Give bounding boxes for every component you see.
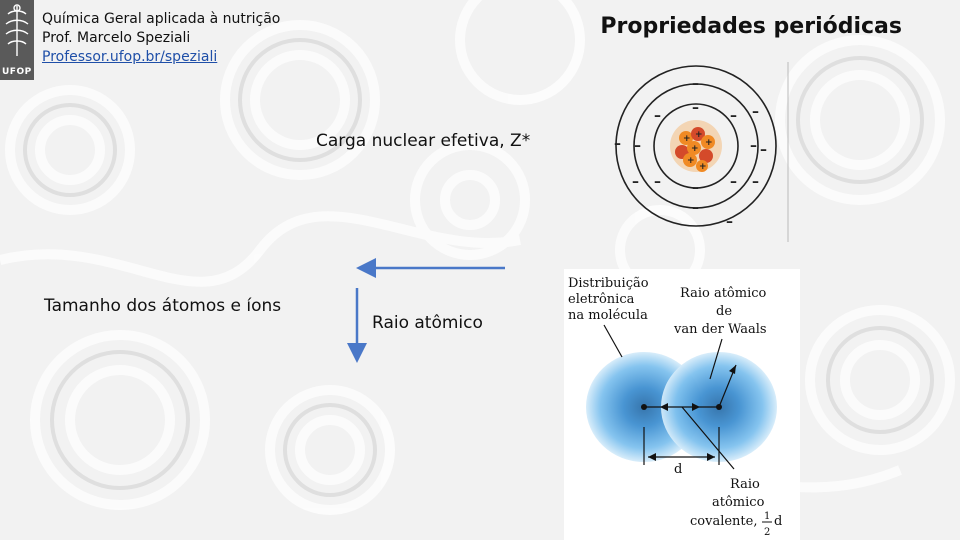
fig-label-half-d: d	[774, 514, 782, 529]
fig-label-d: d	[674, 462, 682, 477]
svg-text:–: –	[752, 174, 759, 190]
fig-label-distribution-3: na molécula	[568, 308, 648, 323]
trend-arrows	[347, 258, 505, 363]
fig-label-vdw-1: Raio atômico	[680, 286, 767, 301]
svg-text:+: +	[683, 134, 691, 144]
svg-text:–: –	[726, 214, 733, 230]
fig-label-half-num: 1	[764, 511, 770, 522]
fig-label-cov-1: Raio	[730, 477, 760, 492]
svg-text:+: +	[691, 144, 699, 154]
atom-diagram-icon: ++ ++ ++ – – – – – – – – – – – – – – – –	[614, 62, 789, 242]
effective-nuclear-charge-label: Carga nuclear efetiva, Z*	[316, 131, 531, 151]
svg-text:+: +	[687, 156, 695, 166]
header-block: Química Geral aplicada à nutrição Prof. …	[42, 10, 280, 67]
fig-label-vdw-3: van der Waals	[673, 322, 767, 337]
nucleus: ++ ++ ++	[670, 120, 722, 172]
svg-text:–: –	[692, 76, 699, 92]
svg-text:–: –	[614, 136, 621, 152]
atomic-radius-figure: Distribuição eletrônica na molécula Raio…	[564, 269, 800, 540]
svg-text:–: –	[730, 174, 737, 190]
svg-text:–: –	[752, 104, 759, 120]
svg-text:+: +	[695, 130, 703, 140]
professor-link[interactable]: Professor.ufop.br/speziali	[42, 49, 218, 65]
atomic-radius-label: Raio atômico	[372, 313, 483, 333]
svg-text:+: +	[705, 138, 713, 148]
fig-label-cov-3: covalente,	[690, 514, 757, 529]
fig-label-half-den: 2	[764, 527, 770, 538]
svg-text:–: –	[692, 180, 699, 196]
svg-text:–: –	[634, 138, 641, 154]
svg-text:–: –	[632, 174, 639, 190]
svg-text:–: –	[692, 100, 699, 116]
svg-text:–: –	[760, 142, 767, 158]
university-logo: UFOP	[0, 0, 34, 80]
fig-label-distribution-2: eletrônica	[568, 292, 635, 307]
fig-label-distribution-1: Distribuição	[568, 276, 649, 291]
svg-text:–: –	[692, 200, 699, 216]
fig-label-vdw-2: de	[716, 304, 732, 319]
svg-text:–: –	[750, 138, 757, 154]
professor-name: Prof. Marcelo Speziali	[42, 30, 191, 46]
atom-size-label: Tamanho dos átomos e íons	[44, 296, 282, 316]
slide-title: Propriedades periódicas	[600, 14, 902, 39]
logo-text: UFOP	[2, 67, 32, 77]
svg-text:–: –	[730, 108, 737, 124]
svg-text:+: +	[699, 162, 707, 172]
svg-text:–: –	[654, 174, 661, 190]
electrons: – – – – – – – – – – – – – – – –	[614, 76, 767, 230]
logo-emblem-icon	[5, 4, 29, 56]
course-title: Química Geral aplicada à nutrição	[42, 11, 281, 27]
svg-text:–: –	[654, 108, 661, 124]
fig-label-cov-2: atômico	[712, 495, 765, 510]
